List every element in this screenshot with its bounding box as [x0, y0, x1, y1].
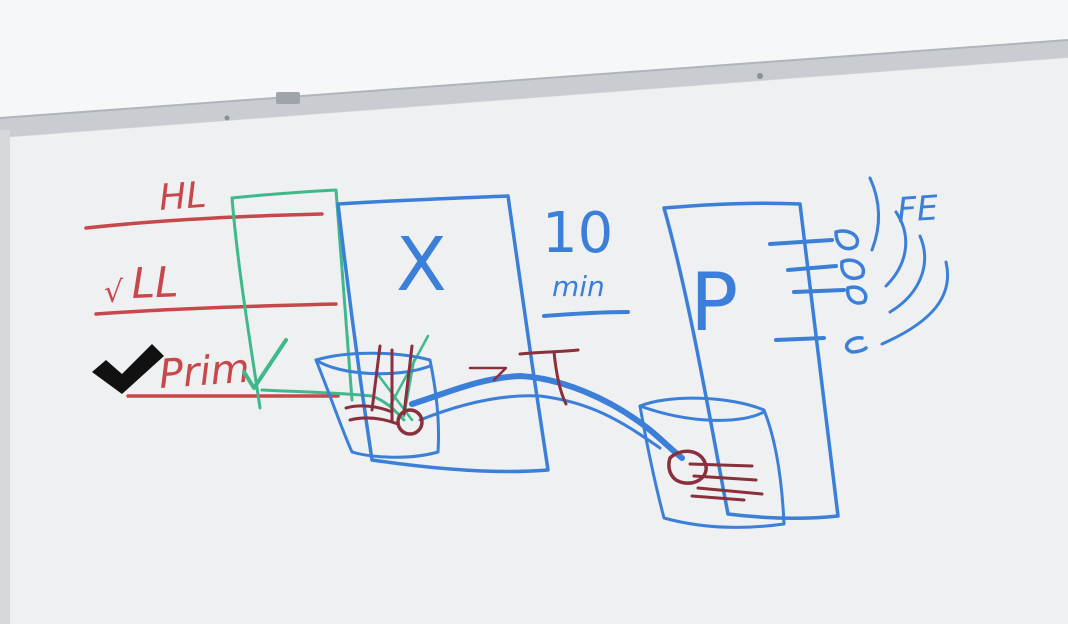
time-unit-label: min	[552, 270, 605, 303]
level-ll-label: LL	[131, 257, 179, 308]
board-clip	[276, 92, 300, 104]
block-x-outline	[336, 194, 550, 474]
check-mark-icon	[92, 344, 164, 394]
level-tick-mark: √	[104, 275, 124, 310]
wall	[0, 0, 1068, 118]
time-value-label: 10	[542, 201, 613, 266]
screw	[224, 115, 230, 121]
block-x-label: X	[396, 222, 447, 308]
level-prim-label: Prim	[157, 346, 251, 398]
board-surface	[0, 58, 1068, 624]
board-frame-left	[0, 130, 10, 624]
level-hl-label: HL	[158, 175, 208, 219]
screw	[757, 73, 763, 79]
fe-label: FE	[896, 188, 940, 231]
block-p-label: P	[690, 256, 738, 349]
block-p-outline	[662, 201, 840, 520]
board-frame-top	[0, 40, 1068, 138]
